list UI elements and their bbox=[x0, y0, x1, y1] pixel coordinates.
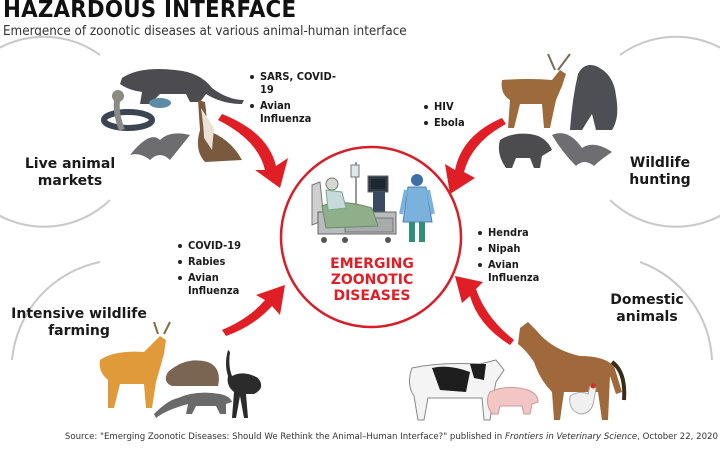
live-market-animals-icon bbox=[101, 69, 244, 162]
arc-intensive-wildlife-farming bbox=[11, 261, 101, 361]
disease-item: Nipah bbox=[476, 242, 556, 255]
label-intensive-wildlife-farming: Intensive wildlife farming bbox=[11, 306, 147, 339]
arrow-from-markets-icon bbox=[218, 114, 288, 188]
disease-item: Hendra bbox=[476, 226, 556, 239]
diseases-wildlife-hunting: HIV Ebola bbox=[422, 100, 492, 132]
arc-wildlife-hunting bbox=[609, 35, 720, 228]
page-subtitle: Emergence of zoonotic diseases at variou… bbox=[3, 24, 407, 39]
arrows bbox=[218, 114, 514, 345]
disease-item: Avian Influenza bbox=[176, 271, 256, 297]
arc-domestic-animals bbox=[639, 261, 713, 361]
hospital-illustration-icon bbox=[311, 162, 435, 243]
disease-item: Rabies bbox=[176, 255, 256, 268]
disease-item: SARS, COVID-19 bbox=[248, 70, 338, 96]
wildlife-farming-animals-icon bbox=[99, 321, 262, 418]
label-domestic-animals: Domestic animals bbox=[610, 292, 684, 325]
diseases-intensive-wildlife-farming: COVID-19 Rabies Avian Influenza bbox=[176, 239, 256, 300]
source-citation: Source: "Emerging Zoonotic Diseases: Sho… bbox=[64, 432, 718, 442]
arrow-from-hunting-icon bbox=[445, 118, 506, 194]
arc-live-animal-markets bbox=[0, 35, 111, 228]
disease-item: Avian Influenza bbox=[476, 258, 556, 284]
arrow-from-domestic-icon bbox=[455, 276, 514, 345]
diseases-live-animal-markets: SARS, COVID-19 Avian Influenza bbox=[248, 70, 338, 128]
disease-item: HIV bbox=[422, 100, 492, 113]
disease-item: COVID-19 bbox=[176, 239, 256, 252]
label-live-animal-markets: Live animal markets bbox=[24, 156, 116, 189]
wildlife-hunting-animals-icon bbox=[498, 53, 618, 168]
label-wildlife-hunting: Wildlife hunting bbox=[629, 155, 691, 188]
domestic-animals-icon bbox=[408, 322, 627, 421]
page-title: HAZARDOUS INTERFACE bbox=[3, 0, 297, 23]
disease-item: Ebola bbox=[422, 116, 492, 129]
arrow-from-farming-icon bbox=[222, 285, 285, 336]
center-label: EMERGING ZOONOTIC DISEASES bbox=[330, 256, 414, 304]
diseases-domestic-animals: Hendra Nipah Avian Influenza bbox=[476, 226, 556, 287]
disease-item: Avian Influenza bbox=[248, 99, 338, 125]
